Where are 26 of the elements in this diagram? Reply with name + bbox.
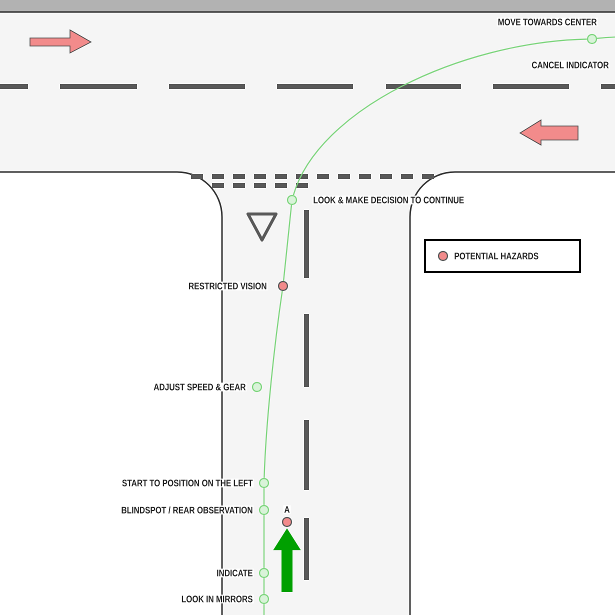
step-label: RESTRICTED VISION — [187, 282, 268, 290]
route-line — [282, 205, 292, 281]
hazard-dot — [282, 516, 292, 528]
legend-box: POTENTIAL HAZARDS — [424, 239, 581, 273]
step-label: START TO POSITION ON THE LEFT — [120, 478, 254, 488]
waypoint-dot — [586, 34, 598, 44]
route-line — [263, 604, 265, 615]
step-label: MOVE TOWARDS CENTER — [496, 18, 598, 26]
route-line — [292, 38, 587, 196]
waypoint-dot — [258, 478, 270, 488]
route-line — [597, 36, 615, 39]
step-label: LOOK IN MIRRORS — [180, 594, 254, 604]
step-label: LOOK & MAKE DECISION TO CONTINUE — [312, 196, 466, 204]
route-line — [263, 515, 265, 568]
waypoint-dot — [258, 568, 270, 578]
waypoint-dot — [252, 382, 262, 392]
step-label: INDICATE — [216, 568, 254, 578]
step-label: CANCEL INDICATOR — [530, 60, 610, 70]
route-line — [263, 488, 265, 505]
waypoint-dot — [258, 594, 270, 604]
route-line — [264, 290, 283, 478]
route-line — [263, 578, 265, 594]
waypoint-dot — [286, 194, 298, 206]
step-label: ADJUST SPEED & GEAR — [152, 382, 247, 392]
hazard-dot — [278, 280, 288, 292]
waypoint-dot — [258, 504, 270, 516]
